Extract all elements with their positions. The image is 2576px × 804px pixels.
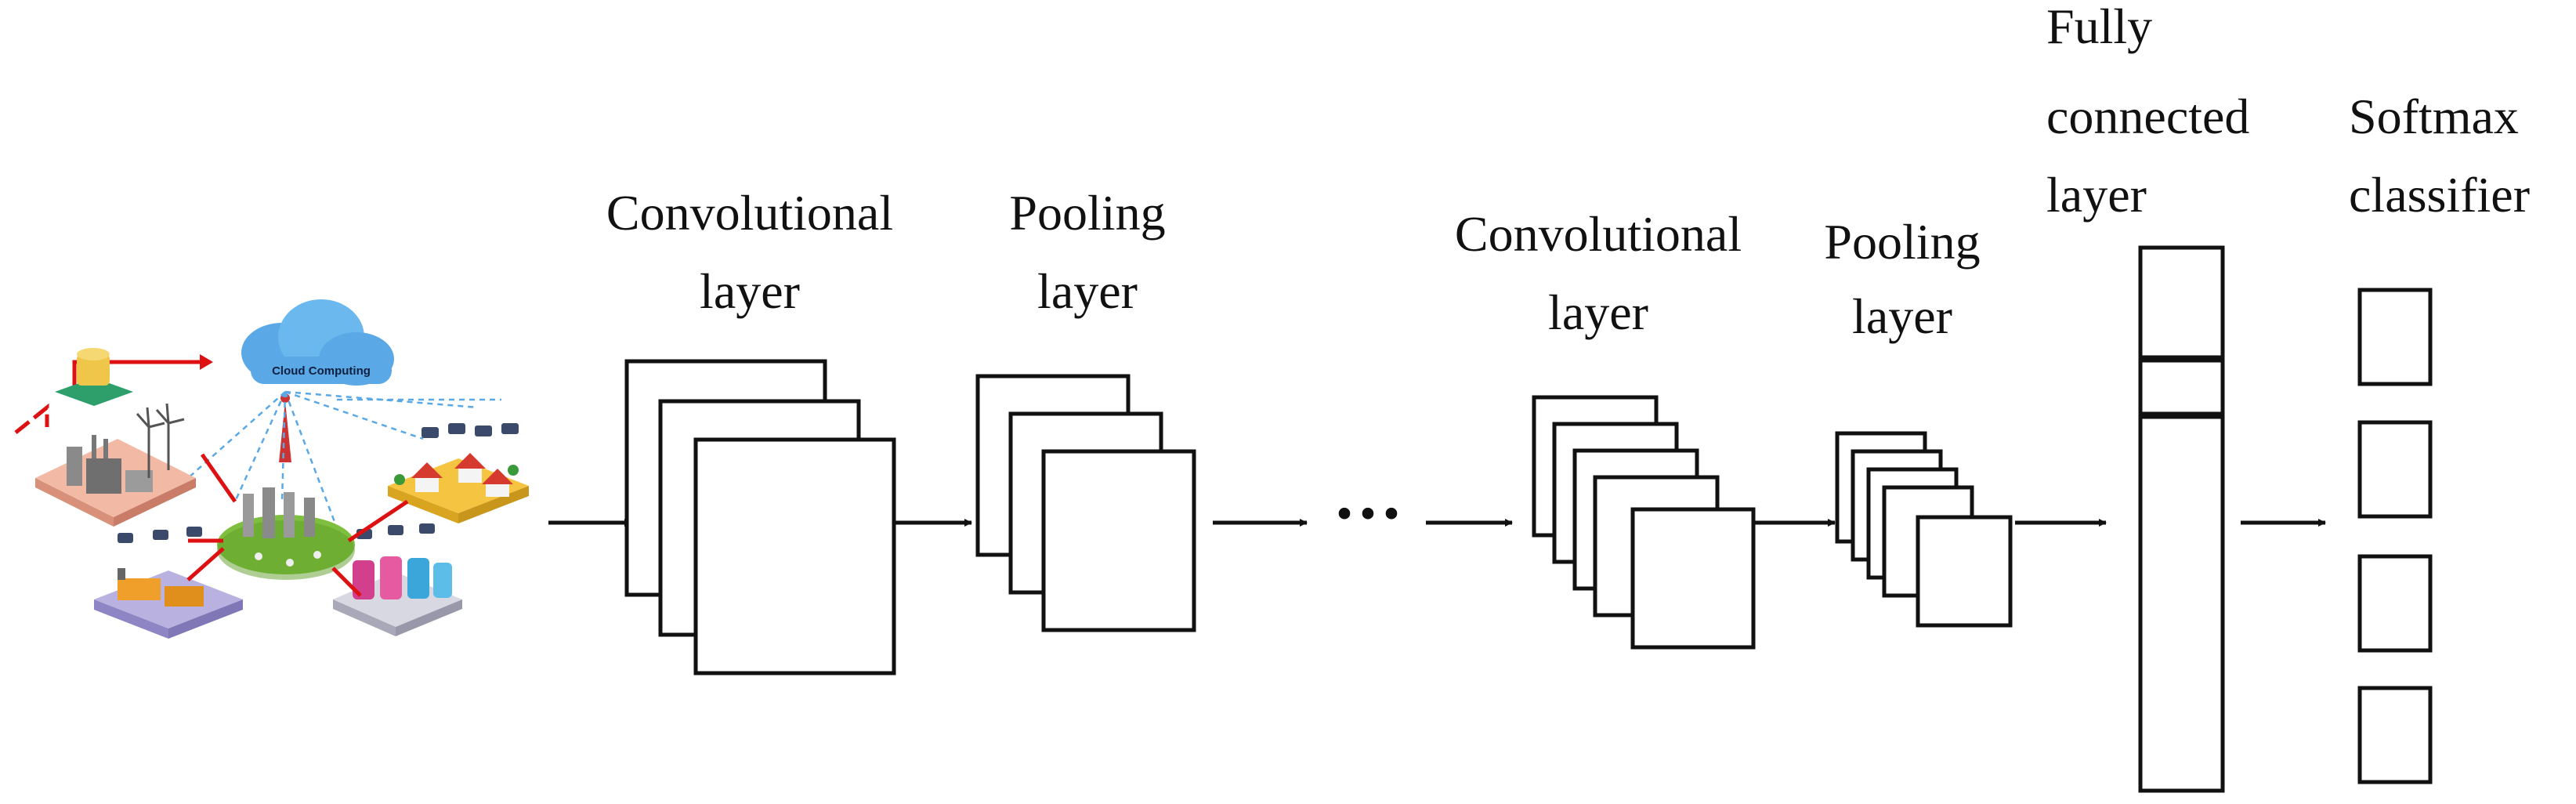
red-flow-arrows <box>186 453 409 597</box>
feature-map <box>1916 515 2013 628</box>
feature-map <box>1041 449 1196 632</box>
conv1-label-line1: Convolutional <box>606 185 893 241</box>
industrial-platform <box>94 527 243 639</box>
tank-farm-platform <box>333 523 462 636</box>
cloud-icon: Cloud Computing <box>241 299 394 386</box>
softmax-output-box <box>2357 288 2433 386</box>
pool2-label-line1: Pooling <box>1824 214 1980 270</box>
softmax-classifier: Softmax classifier <box>2349 89 2530 784</box>
fully-connected-layer: Fully connected layer <box>2046 0 2249 793</box>
pool2-label-line2: layer <box>1852 288 1952 344</box>
softmax-output-box <box>2357 554 2433 653</box>
pooling-layer-2: Pooling layer <box>1824 214 2013 628</box>
conv2-label-line1: Convolutional <box>1455 206 1742 262</box>
conv1-label-line2: layer <box>700 263 800 319</box>
power-plant-platform <box>35 435 196 527</box>
fc-label-line3: layer <box>2046 167 2147 223</box>
red-link-arrow <box>72 360 200 388</box>
signal-lines <box>187 390 501 549</box>
residential-platform <box>388 423 529 523</box>
conv-layer-2: Convolutional layer <box>1455 206 1756 650</box>
feature-map <box>1630 507 1756 650</box>
feature-map <box>693 437 896 675</box>
softmax-output-box <box>2357 686 2433 784</box>
conv-layer-1: Convolutional layer <box>606 185 896 675</box>
smart-grid-illustration: Cloud Computing <box>14 299 529 639</box>
ellipsis: ··· <box>1333 475 1403 552</box>
fc-label-line1: Fully <box>2046 0 2152 54</box>
pool1-label-line1: Pooling <box>1009 185 1165 241</box>
fc-label-line2: connected <box>2046 89 2249 144</box>
storage-platform <box>55 348 133 406</box>
conv2-label-line2: layer <box>1548 284 1648 340</box>
softmax-label-line2: classifier <box>2349 167 2530 223</box>
wind-turbine-icon <box>136 403 185 478</box>
pooling-layer-1: Pooling layer <box>975 185 1196 632</box>
softmax-label-line1: Softmax <box>2349 89 2519 144</box>
softmax-output-box <box>2357 420 2433 519</box>
fc-vector <box>2138 245 2225 793</box>
cloud-computing-text: Cloud Computing <box>272 364 371 378</box>
pool1-label-line2: layer <box>1037 263 1138 319</box>
substation-hub <box>217 487 355 580</box>
